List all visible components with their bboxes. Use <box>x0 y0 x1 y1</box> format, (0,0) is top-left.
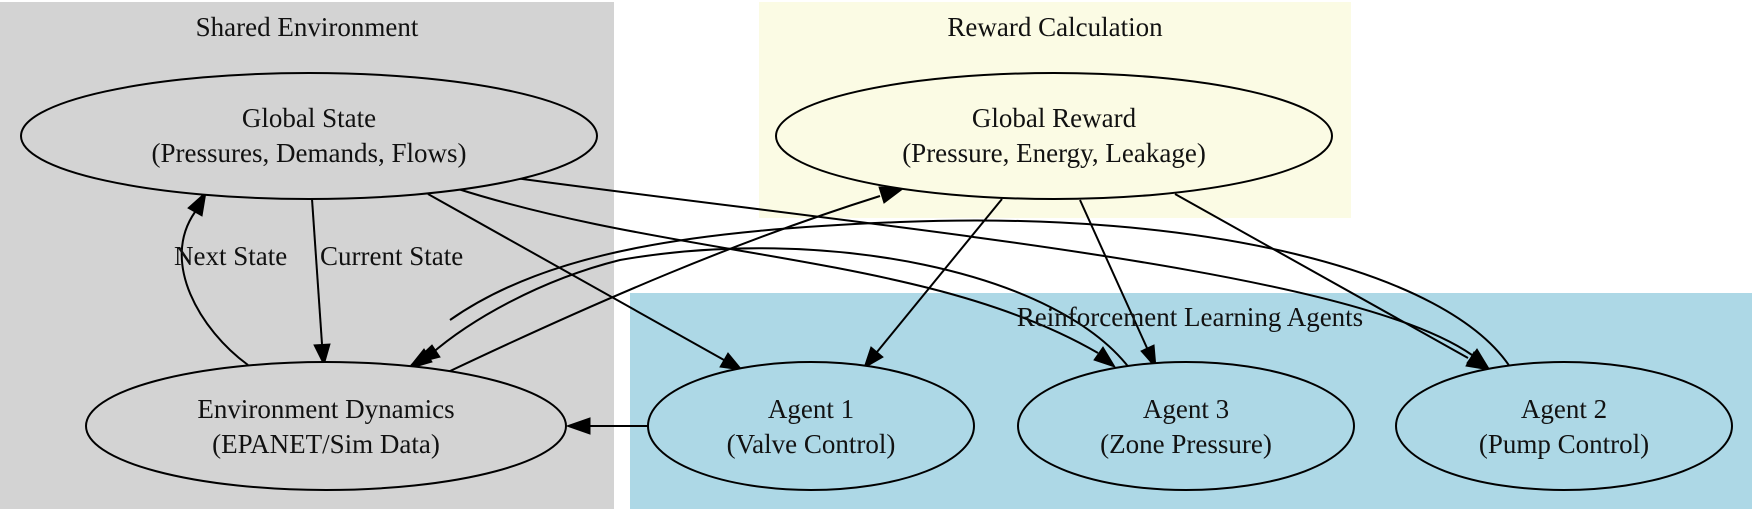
node-ellipse <box>1017 361 1355 491</box>
node-agent2[interactable]: Agent 2 (Pump Control) <box>1395 361 1733 491</box>
edge-env-dynamics-to-global-reward <box>447 195 881 373</box>
node-subtitle: (Zone Pressure) <box>1100 429 1272 459</box>
edges <box>180 177 1513 435</box>
arrowhead <box>719 352 744 371</box>
shared-environment-label: Shared Environment <box>196 12 419 42</box>
arrowhead <box>187 190 207 217</box>
arrowhead <box>313 343 331 367</box>
edge-global-reward-to-agent2 <box>1174 193 1469 359</box>
node-global-reward[interactable]: Global Reward (Pressure, Energy, Leakage… <box>775 72 1333 200</box>
edge-global-state-to-agent1 <box>427 193 725 361</box>
node-subtitle: (EPANET/Sim Data) <box>212 429 440 459</box>
node-subtitle: (Pressure, Energy, Leakage) <box>902 138 1206 168</box>
node-agent1[interactable]: Agent 1 (Valve Control) <box>647 361 975 491</box>
edge-global-reward-to-agent1 <box>876 198 1003 353</box>
arrowhead <box>863 346 884 370</box>
node-title: Agent 1 <box>768 394 854 424</box>
reward-calculation-label: Reward Calculation <box>947 12 1163 42</box>
node-ellipse <box>647 361 975 491</box>
node-subtitle: (Pump Control) <box>1479 429 1649 459</box>
node-agent3[interactable]: Agent 3 (Zone Pressure) <box>1017 361 1355 491</box>
edge-agent3-to-env-dynamics <box>429 247 1134 374</box>
arrowhead <box>410 344 441 365</box>
node-subtitle: (Valve Control) <box>727 429 896 459</box>
node-title: Global State <box>242 103 376 133</box>
node-environment-dynamics[interactable]: Environment Dynamics (EPANET/Sim Data) <box>85 361 567 491</box>
edge-global-state-to-agent3 <box>454 187 1099 354</box>
arrowhead <box>565 417 591 435</box>
node-global-state[interactable]: Global State (Pressures, Demands, Flows) <box>20 72 598 200</box>
node-title: Environment Dynamics <box>197 394 454 424</box>
node-title: Agent 2 <box>1521 394 1607 424</box>
arrowhead <box>1465 351 1492 371</box>
edge-agent2-to-env-dynamics <box>449 219 1513 371</box>
node-subtitle: (Pressures, Demands, Flows) <box>152 138 467 168</box>
node-ellipse <box>775 72 1333 200</box>
node-ellipse <box>20 72 598 200</box>
edge-env-dynamics-to-global-state <box>180 211 249 366</box>
edge-global-state-to-agent2 <box>514 177 1473 356</box>
edge-label-current-state: Current State <box>320 241 463 271</box>
node-title: Global Reward <box>972 103 1137 133</box>
node-title: Agent 3 <box>1143 394 1229 424</box>
edge-label-next-state: Next State <box>174 241 287 271</box>
rl-agents-label: Reinforcement Learning Agents <box>1017 302 1363 332</box>
node-ellipse <box>85 361 567 491</box>
node-ellipse <box>1395 361 1733 491</box>
arrowhead <box>1093 346 1117 368</box>
edge-global-state-to-env-dynamics <box>311 198 323 345</box>
